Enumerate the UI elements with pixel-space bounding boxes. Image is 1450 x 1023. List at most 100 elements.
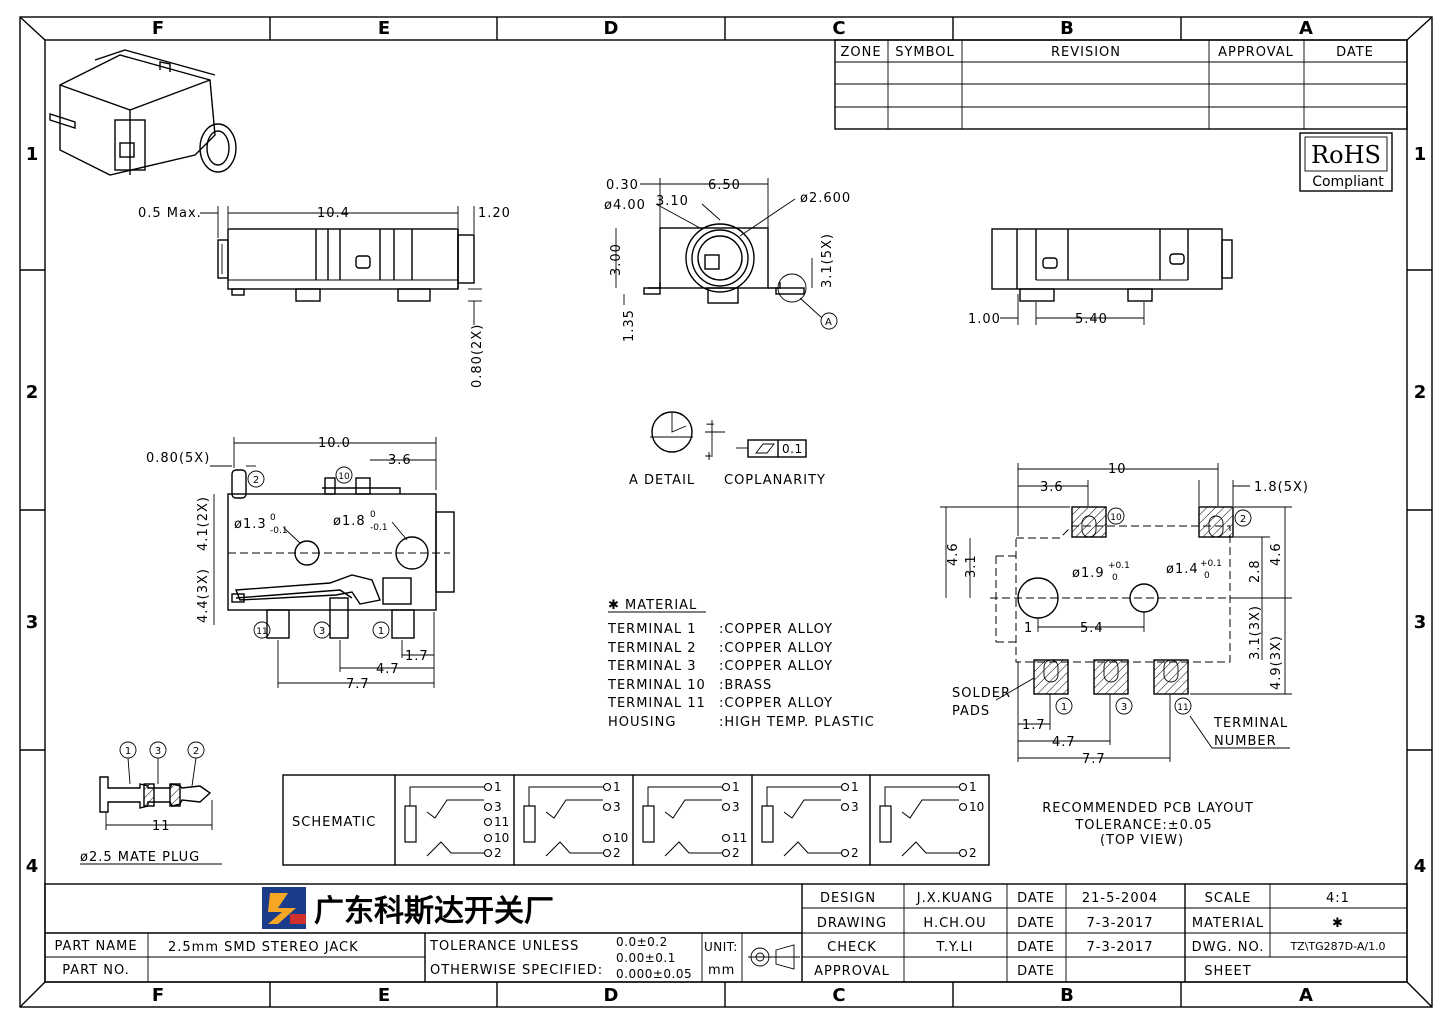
material-name: HOUSING — [608, 715, 676, 730]
pin-callout-2: 2 — [253, 475, 259, 486]
coplanarity-tol: 0.1 — [782, 442, 803, 456]
approval-date-label: DATE — [1017, 964, 1055, 979]
side-view: A 6.50 0.30 ø4.00 3.10 ø2.600 3.00 1.35 … — [604, 178, 850, 342]
plug-pin-2: 2 — [193, 746, 199, 757]
rev-header-approval: APPROVAL — [1218, 45, 1294, 60]
company-name: 广东科斯达开关厂 — [314, 894, 554, 929]
wire — [783, 841, 841, 857]
zone-row-left: 3 — [26, 612, 39, 633]
terminal-circle — [602, 848, 612, 858]
a-detail-label: A DETAIL — [629, 473, 695, 488]
pcb-caption-3: (TOP VIEW) — [1100, 833, 1184, 848]
wire — [766, 786, 841, 806]
terminal-number: 10 — [613, 831, 628, 845]
terminal-circle — [840, 802, 850, 812]
wire — [901, 799, 959, 819]
pin-callout-3: 3 — [319, 626, 325, 637]
check-name: T.Y.LI — [935, 940, 973, 955]
dim-pcb-31: 3.1 — [964, 554, 979, 578]
terminal-circle — [602, 802, 612, 812]
dim-side-135: 1.35 — [622, 309, 637, 342]
design-label: DESIGN — [820, 891, 876, 906]
dim-top-44: 4.4(3X) — [196, 568, 211, 623]
part-name: 2.5mm SMD STEREO JACK — [168, 940, 359, 955]
material-value: :COPPER ALLOY — [719, 641, 833, 656]
pcb-pin-1: 1 — [1061, 702, 1067, 713]
zone-col-top: A — [1299, 18, 1313, 39]
zone-col-top: C — [832, 18, 845, 39]
dim-top-d18: ø1.8 — [333, 514, 366, 529]
dim-side-dia4: ø4.00 — [604, 198, 646, 213]
tolerance-label-1: TOLERANCE UNLESS — [429, 939, 579, 954]
dim-top-d18-up: 0 — [370, 510, 376, 520]
dim-pcb-d19: ø1.9 — [1072, 566, 1105, 581]
wire — [647, 786, 722, 806]
zone-row-right: 4 — [1414, 856, 1427, 877]
dim-pcb-46l: 4.6 — [946, 542, 961, 566]
terminal-circle — [721, 848, 731, 858]
dim-top-36: 3.6 — [388, 453, 412, 468]
terminal-circle — [602, 833, 612, 843]
projection-symbol-icon — [748, 944, 800, 970]
unit-value: mm — [708, 963, 735, 978]
tolerance-label-2: OTHERWISE SPECIFIED: — [430, 963, 603, 978]
dwg-label: DWG. NO. — [1192, 940, 1265, 955]
terminal-number: 2 — [613, 846, 621, 860]
terminal-circle — [958, 782, 968, 792]
material-value: :COPPER ALLOY — [719, 696, 833, 711]
zone-row-left: 1 — [26, 144, 39, 165]
drawing-date-label: DATE — [1017, 916, 1055, 931]
pcb-pin-10: 10 — [1110, 513, 1122, 523]
check-date: 7-3-2017 — [1086, 940, 1153, 955]
material-value: :HIGH TEMP. PLASTIC — [719, 715, 875, 730]
part-no-label: PART NO. — [62, 963, 130, 978]
iso-view — [49, 49, 237, 176]
dim-pcb-31x: 3.1(3X) — [1248, 605, 1263, 660]
wire — [409, 786, 484, 806]
contact-bar — [761, 805, 774, 843]
approval-label: APPROVAL — [814, 964, 890, 979]
terminal-label: TERMINAL — [1213, 716, 1288, 731]
wire — [545, 799, 603, 819]
dim-pcb-17: 1.7 — [1022, 718, 1046, 733]
terminal-number: 3 — [732, 800, 740, 814]
terminal-circle — [483, 802, 493, 812]
dim-front-max: 0.5 Max. — [138, 206, 202, 221]
coplanarity-label: COPLANARITY — [724, 473, 826, 488]
pin-callout-10: 10 — [338, 472, 350, 482]
tolerance-2: 0.00±0.1 — [616, 951, 676, 965]
zone-col-top: E — [378, 18, 390, 39]
back-view: 1.00 5.40 — [968, 228, 1233, 327]
material-list: ✱ MATERIAL TERMINAL 1 :COPPER ALLOY TERM… — [607, 598, 875, 730]
design-date-label: DATE — [1017, 891, 1055, 906]
number-label: NUMBER — [1214, 734, 1277, 749]
wire — [664, 841, 722, 857]
terminal-circle — [602, 782, 612, 792]
terminal-number: 1 — [732, 780, 740, 794]
dim-pcb-18: 1.8(5X) — [1254, 480, 1309, 495]
dim-pcb-49x: 4.9(3X) — [1269, 635, 1284, 690]
terminal-number: 11 — [494, 815, 509, 829]
company-logo — [262, 887, 306, 929]
material-name: TERMINAL 2 — [607, 641, 697, 656]
material-name: TERMINAL 10 — [607, 678, 706, 693]
plug-length: 11 — [152, 819, 171, 834]
minus-mark: − — [705, 417, 715, 431]
terminal-number: 3 — [851, 800, 859, 814]
design-name: J.X.KUANG — [916, 891, 993, 906]
pin-callout-1: 1 — [378, 626, 384, 637]
rohs-subtitle: Compliant — [1312, 174, 1384, 190]
wire — [528, 786, 603, 806]
design-date: 21-5-2004 — [1082, 891, 1158, 906]
dim-back-b: 5.40 — [1075, 312, 1108, 327]
zone-col-top: D — [604, 18, 619, 39]
dim-top-pin: 0.80(5X) — [146, 451, 210, 466]
terminal-circle — [958, 848, 968, 858]
wire — [426, 841, 484, 857]
terminal-circle — [840, 782, 850, 792]
terminal-number: 1 — [969, 780, 977, 794]
dim-top-17: 1.7 — [405, 649, 429, 664]
material-name: TERMINAL 1 — [607, 622, 697, 637]
terminal-circle — [840, 848, 850, 858]
